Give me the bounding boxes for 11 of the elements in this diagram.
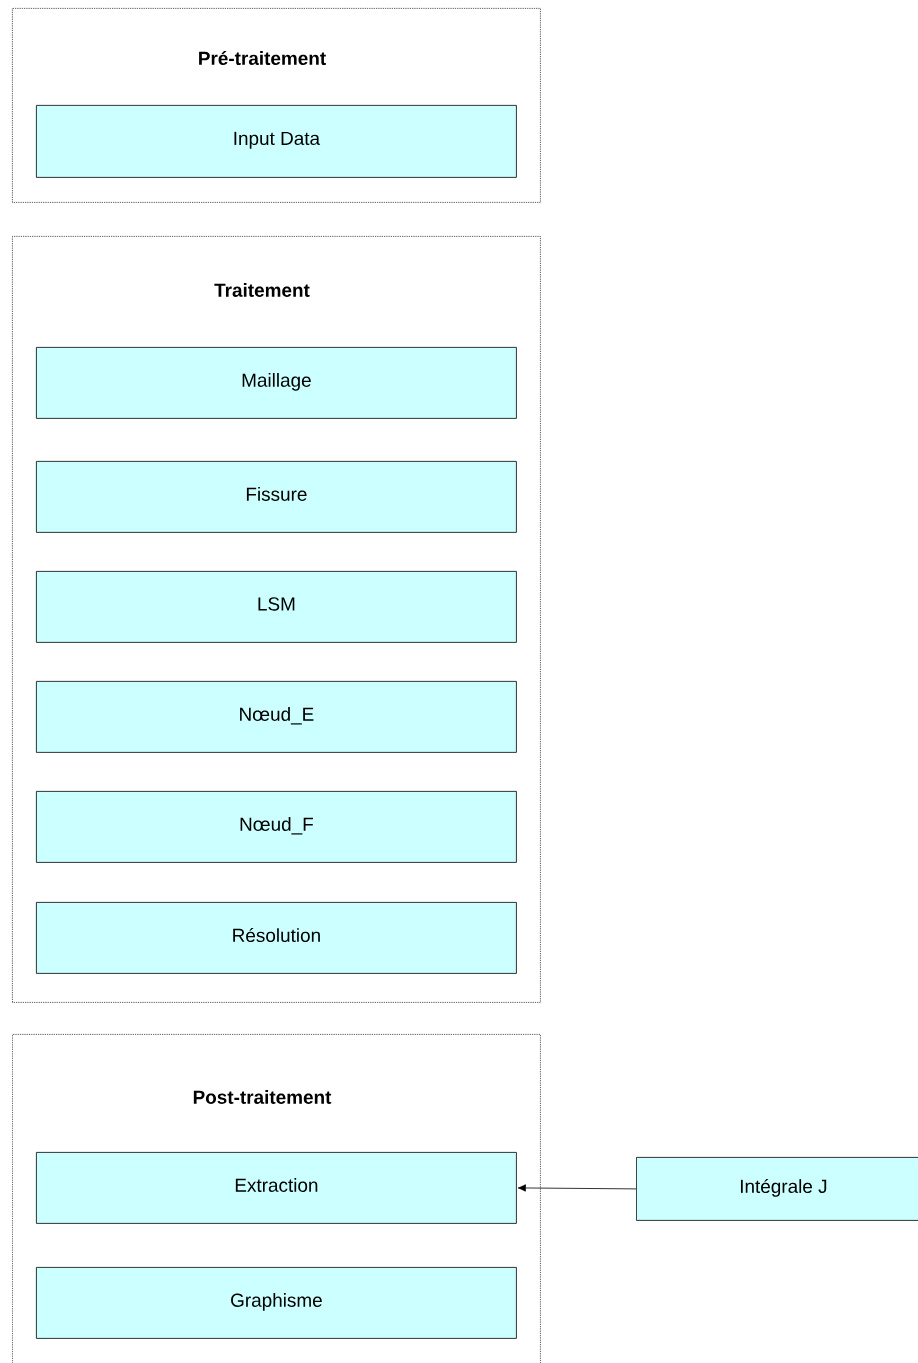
process-box: LSM (36, 571, 517, 643)
process-box: Intégrale J (636, 1157, 918, 1221)
process-box: Graphisme (36, 1267, 517, 1339)
process-box: Nœud_E (36, 681, 517, 753)
process-box: Nœud_F (36, 791, 517, 863)
process-box: Résolution (36, 902, 517, 974)
process-box: Extraction (36, 1152, 517, 1224)
process-box: Fissure (36, 461, 517, 533)
process-box: Maillage (36, 347, 517, 419)
arrow (517, 1184, 637, 1192)
process-box: Input Data (36, 104, 517, 178)
